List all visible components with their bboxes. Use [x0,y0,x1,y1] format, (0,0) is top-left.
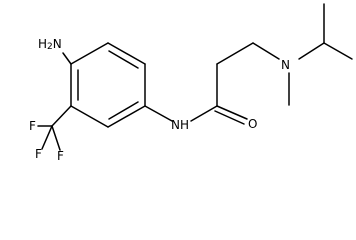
fluorine-label-3: F [57,149,64,163]
bond-ring-cf3 [51,105,72,127]
trifluoromethyl-group [37,105,72,151]
amide-nh-label: NH [171,118,189,132]
bond-ch2-ch2 [216,42,254,65]
carbonyl-oxygen-label: O [248,117,257,131]
ring-bond-c6-c1 [70,42,109,65]
atom-labels: H2N NH O N F F F [29,37,290,163]
bond-carbonyl-o-double [214,110,245,125]
ring-bond-c1-c2 [107,42,146,65]
tertiary-amine-group [288,3,353,106]
amine-label: H2N [38,37,62,52]
fluorine-label-2: F [35,147,42,161]
amide-chain [144,42,280,125]
bond-carbonyl-o [216,105,248,120]
bond-isopropyl-ch3-b [323,42,353,60]
bond-ring-nh [144,105,173,122]
ring-double-bond-2 [108,101,139,120]
tertiary-nitrogen-label: N [281,58,290,72]
molecule-structure-diagram: H2N NH O N F F F [29,3,353,163]
bond-c-f2 [41,125,53,150]
bond-c-f3 [51,125,61,151]
ring-bond-c4-c5 [70,105,109,128]
ring-bond-c3-c4 [107,105,146,128]
bond-n-isopropyl [298,42,325,60]
bond-ring-amine [62,52,72,65]
bond-ch2-n [252,42,280,60]
bond-nh-carbonyl [190,105,218,122]
benzene-ring [70,42,146,128]
fluorine-label-1: F [29,119,36,133]
ring-double-bond-1 [108,50,139,69]
